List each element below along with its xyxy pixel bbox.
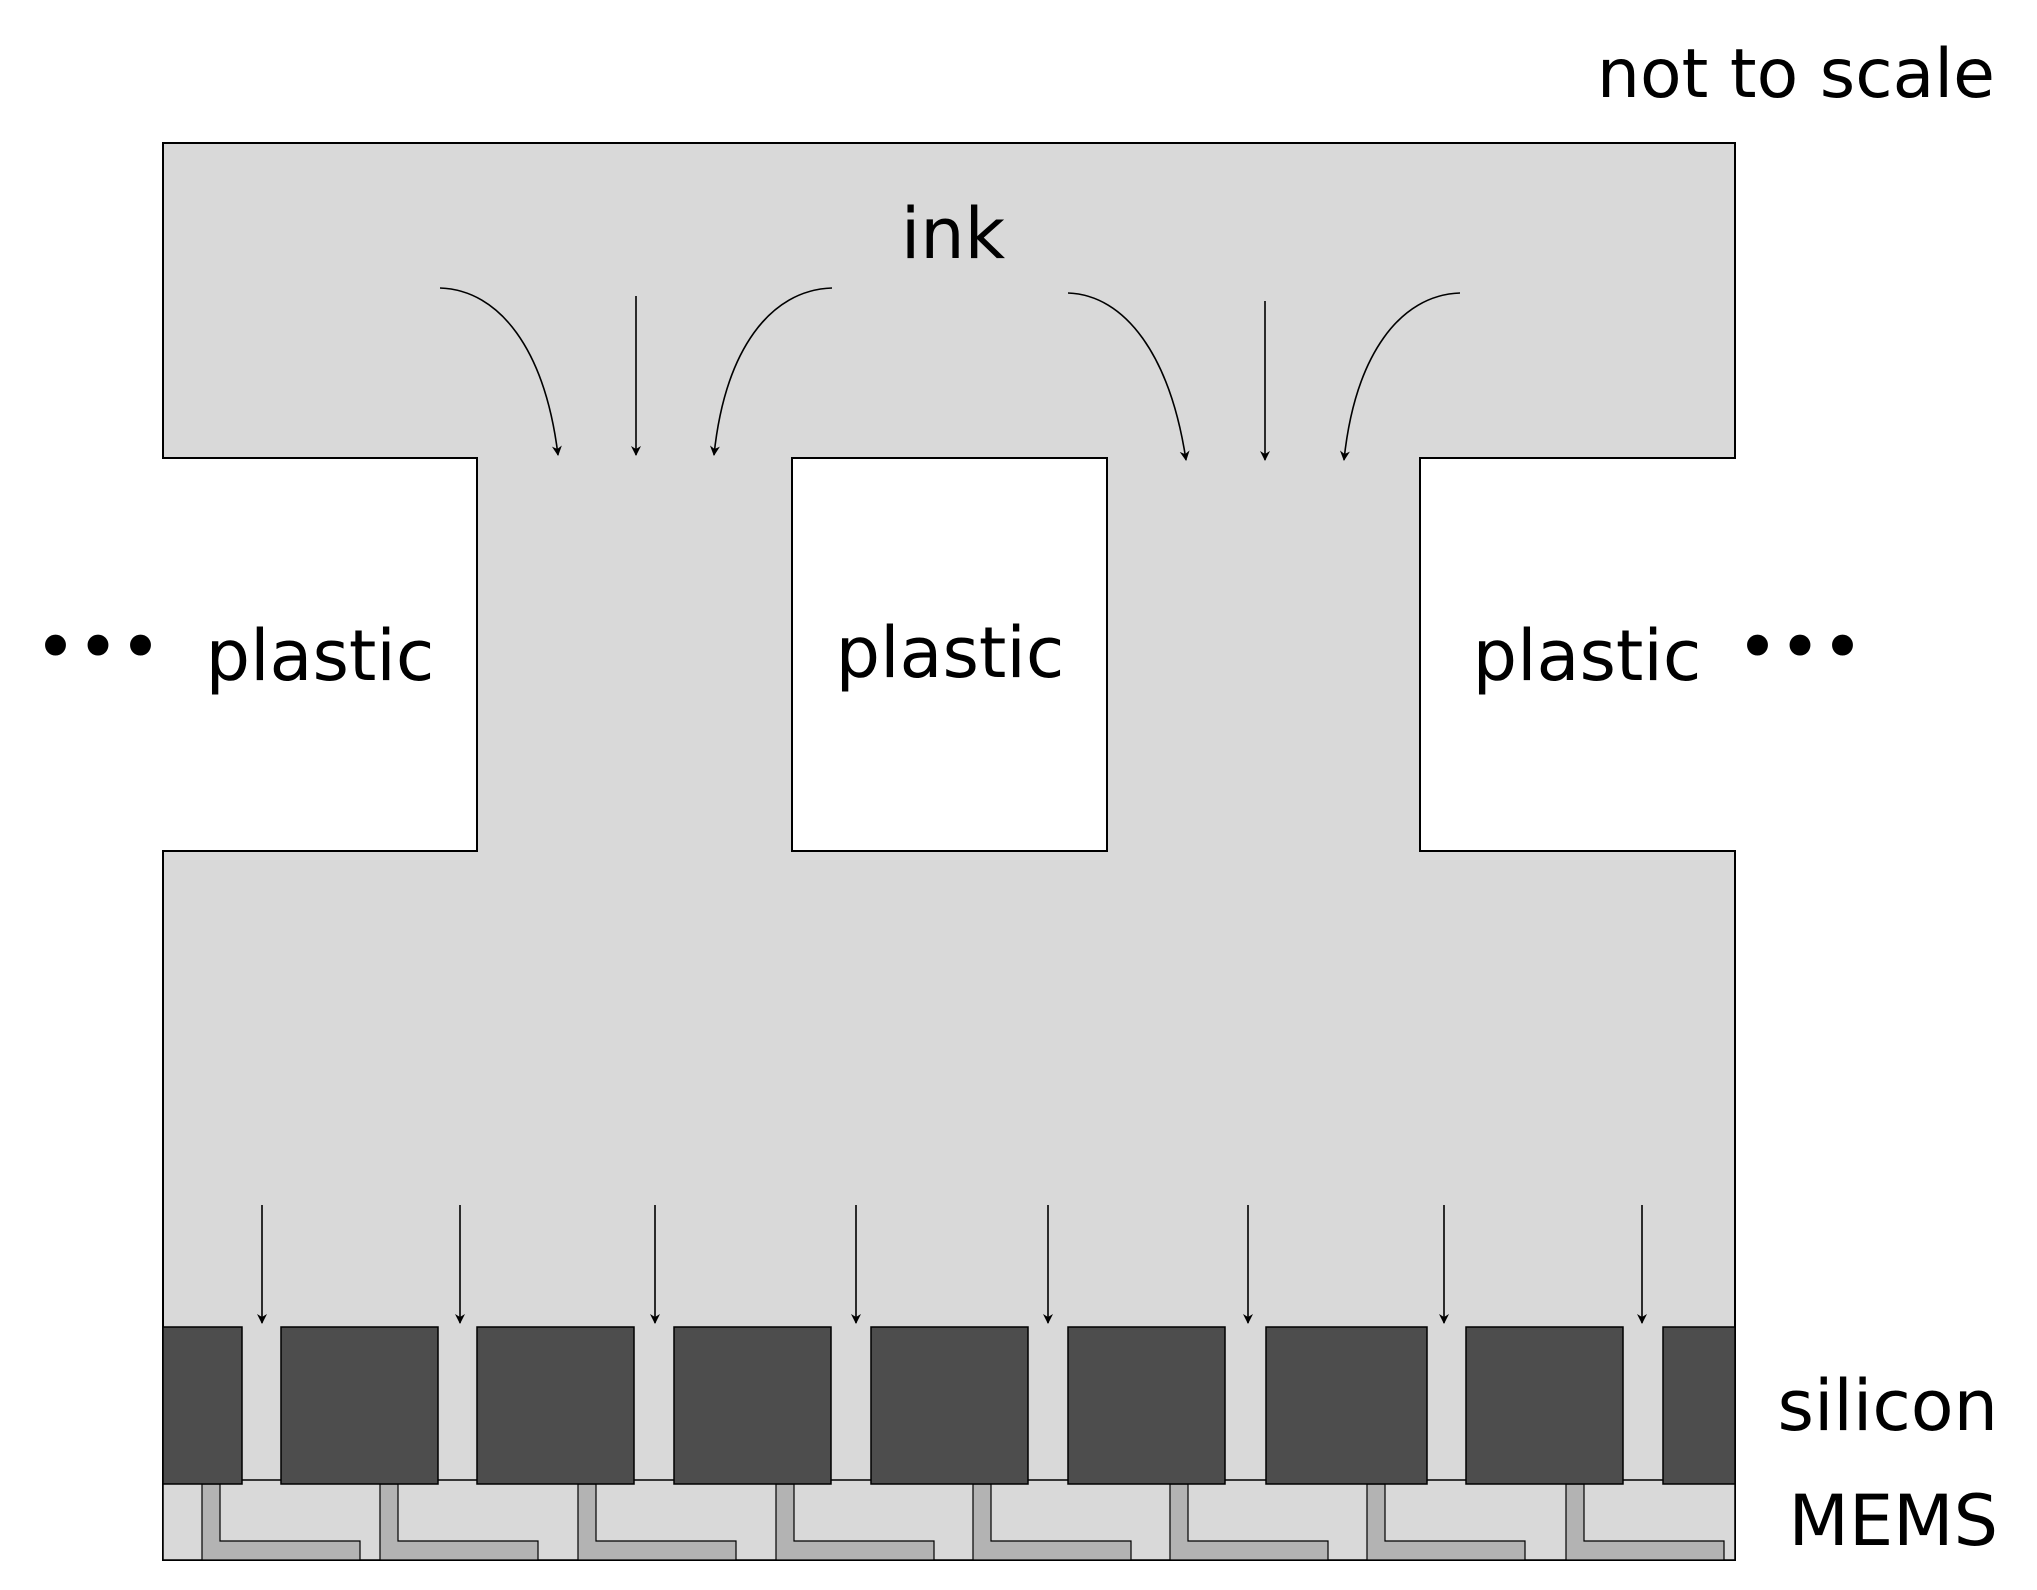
silicon-block xyxy=(870,1326,1029,1485)
gap-arrows xyxy=(257,1205,1647,1324)
silicon-block xyxy=(1662,1326,1736,1485)
silicon-block xyxy=(162,1326,243,1485)
ink-inflow-arrows xyxy=(439,287,1461,461)
mems-label: MEMS xyxy=(1789,1480,1998,1562)
silicon-block xyxy=(1465,1326,1624,1485)
ink-arrow-curved-left-2 xyxy=(1067,292,1190,461)
silicon-blocks xyxy=(162,1326,1736,1485)
ink-arrow-curved-right-1 xyxy=(709,287,833,456)
silicon-block xyxy=(280,1326,439,1485)
silicon-block xyxy=(1067,1326,1226,1485)
ellipsis-left: ••• xyxy=(34,605,161,689)
ellipsis-right: ••• xyxy=(1736,605,1863,689)
ink-arrow-curved-left-1 xyxy=(439,287,562,456)
silicon-label: silicon xyxy=(1778,1365,1999,1447)
silicon-block xyxy=(673,1326,832,1485)
plastic-label-right: plastic xyxy=(1473,615,1702,697)
scale-note: not to scale xyxy=(1597,35,1995,114)
ink-label: ink xyxy=(901,193,1006,275)
plastic-center-block xyxy=(791,457,1108,852)
ink-arrow-curved-right-2 xyxy=(1339,292,1461,461)
plastic-label-center: plastic xyxy=(836,612,1065,694)
mems-channels xyxy=(201,1483,1725,1561)
silicon-block xyxy=(1265,1326,1428,1485)
plastic-label-left: plastic xyxy=(206,615,435,697)
silicon-block xyxy=(476,1326,635,1485)
